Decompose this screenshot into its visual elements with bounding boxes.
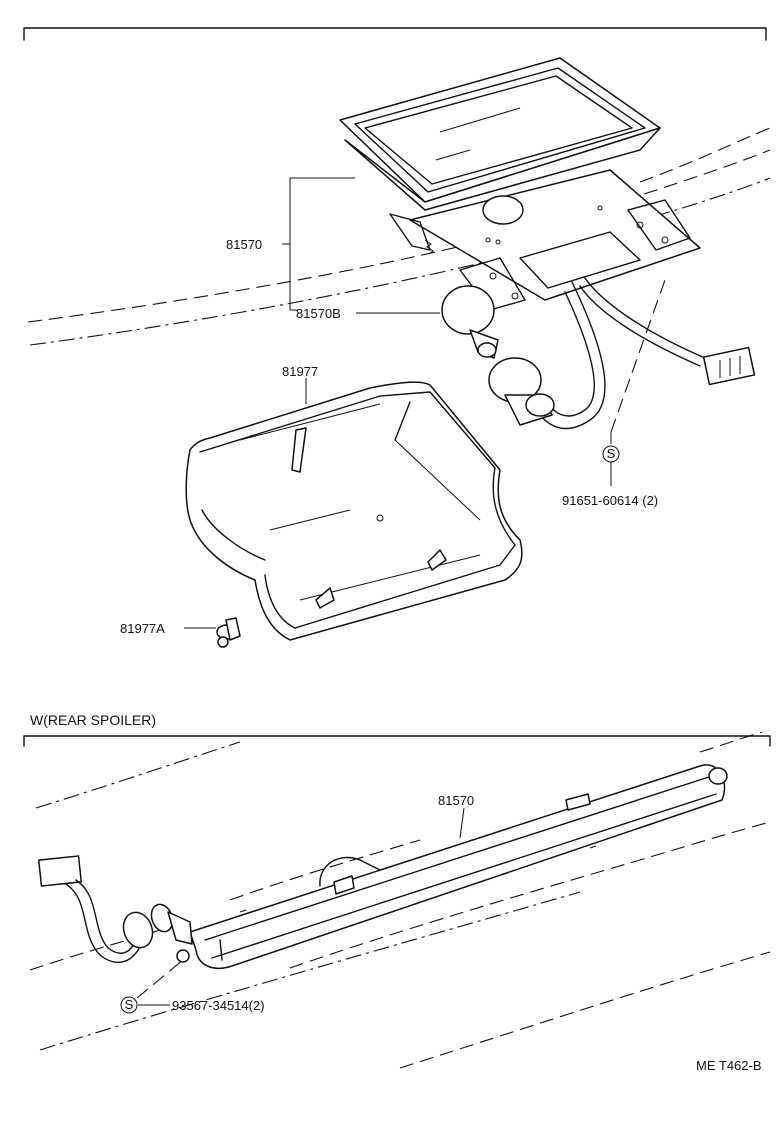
lamp-cover-81977	[185, 381, 523, 641]
bulb-81570b	[441, 285, 499, 359]
leaders-bottom	[136, 807, 465, 1006]
label-81570b: 81570B	[296, 306, 341, 321]
label-81977a: 81977A	[120, 621, 165, 636]
screw-marker-bottom: S	[120, 996, 138, 1014]
bottom-frame	[23, 735, 771, 747]
label-81977: 81977	[282, 364, 318, 379]
top-frame	[23, 27, 767, 41]
label-81570-bottom: 81570	[438, 793, 474, 808]
cover-clip-81977a	[184, 617, 241, 648]
spoiler-lamp-81570	[189, 764, 728, 970]
screw-marker-top-text: S	[607, 446, 616, 461]
leaders-top	[282, 177, 666, 444]
wire-harness-top	[534, 277, 756, 430]
body-reference-lines-bottom	[29, 731, 771, 1069]
screw-marker-top: S	[602, 445, 620, 486]
label-91651-60614: 91651-60614 (2)	[562, 493, 658, 508]
bulb-socket	[488, 357, 555, 426]
label-93567-34514: 93567-34514(2)	[172, 998, 265, 1013]
section-title-rear-spoiler: W(REAR SPOILER)	[30, 712, 156, 728]
figure-code: ME T462-B	[696, 1058, 762, 1073]
high-mount-stop-lamp-housing	[339, 57, 701, 311]
wire-harness-bottom	[38, 855, 193, 963]
screw-marker-bottom-text: S	[125, 997, 134, 1012]
label-81570-top: 81570	[226, 237, 262, 252]
